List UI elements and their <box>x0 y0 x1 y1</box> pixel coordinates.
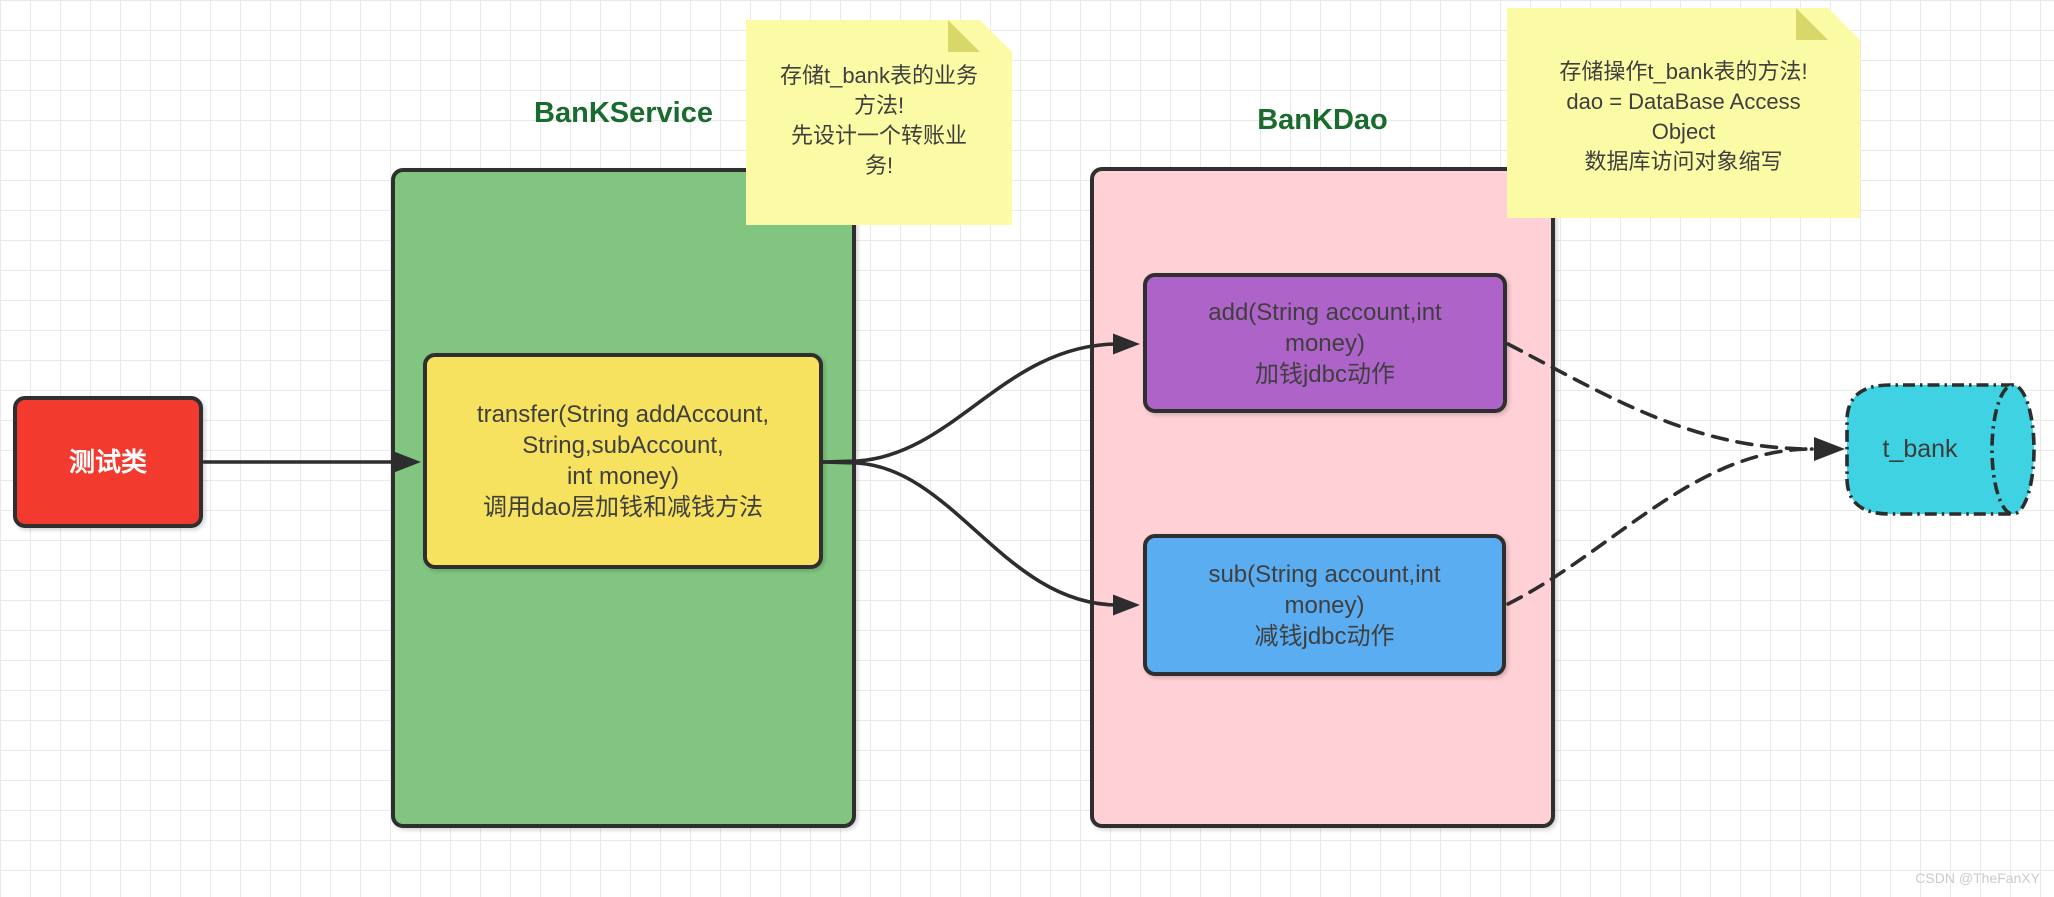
arrow-transfer-to-sub <box>821 460 1120 607</box>
arrow-transfer-to-add <box>821 342 1120 464</box>
bankdao-title: BanKDao <box>1257 104 1388 136</box>
sub-method-label: sub(String account,int money) 减钱jdbc动作 <box>1208 560 1441 650</box>
t-bank-label: t_bank <box>1882 435 1958 463</box>
t-bank-cylinder-cap <box>1990 383 2036 516</box>
add-method-label: add(String account,int money) 加钱jdbc动作 <box>1208 298 1442 388</box>
service-sticky-note: 存储t_bank表的业务 方法! 先设计一个转账业 务! <box>746 20 1012 225</box>
dao-sticky-note-text: 存储操作t_bank表的方法! dao = DataBase Access Ob… <box>1559 59 1808 174</box>
dao-sticky-note: 存储操作t_bank表的方法! dao = DataBase Access Ob… <box>1507 8 1860 218</box>
transfer-method-node: transfer(String addAccount, String,subAc… <box>423 353 823 569</box>
sub-method-node: sub(String account,int money) 减钱jdbc动作 <box>1143 534 1506 676</box>
transfer-method-label: transfer(String addAccount, String,subAc… <box>476 401 770 521</box>
test-class-node: 测试类 <box>13 396 203 528</box>
bankdao-container <box>1090 167 1555 828</box>
add-method-node: add(String account,int money) 加钱jdbc动作 <box>1143 273 1507 413</box>
csdn-watermark: CSDN @TheFanXY <box>1915 870 2040 886</box>
test-class-label: 测试类 <box>68 446 147 477</box>
arrowhead-tbank <box>1814 437 1845 461</box>
service-sticky-note-text: 存储t_bank表的业务 方法! 先设计一个转账业 务! <box>779 63 979 178</box>
bankservice-title: BanKService <box>534 97 713 129</box>
